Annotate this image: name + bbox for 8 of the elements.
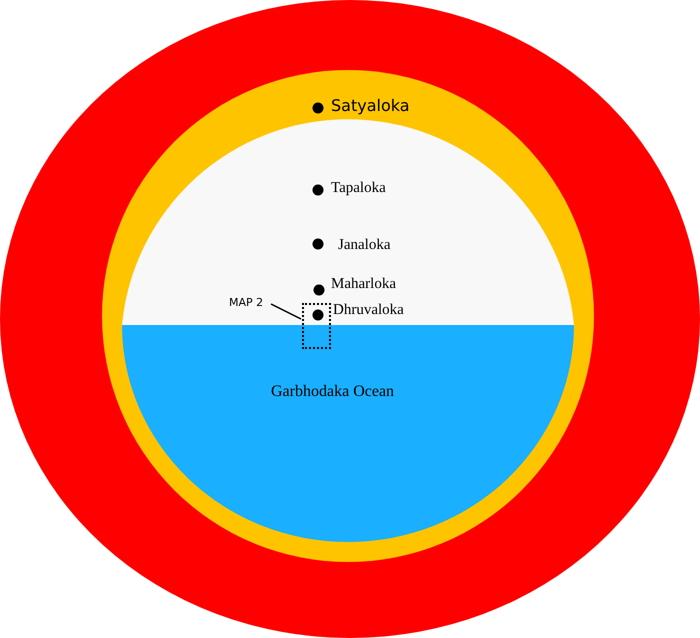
realm-label: Satyaloka [331,98,410,114]
realm-label: Janaloka [338,238,390,253]
ocean-label: Garbhodaka Ocean [271,384,394,400]
leader-line [270,303,302,320]
realm-label: Maharloka [331,277,396,292]
map-reference-label: MAP 2 [229,297,264,308]
realm-label: Dhruvaloka [333,303,404,318]
realm-label: Tapaloka [331,181,386,196]
